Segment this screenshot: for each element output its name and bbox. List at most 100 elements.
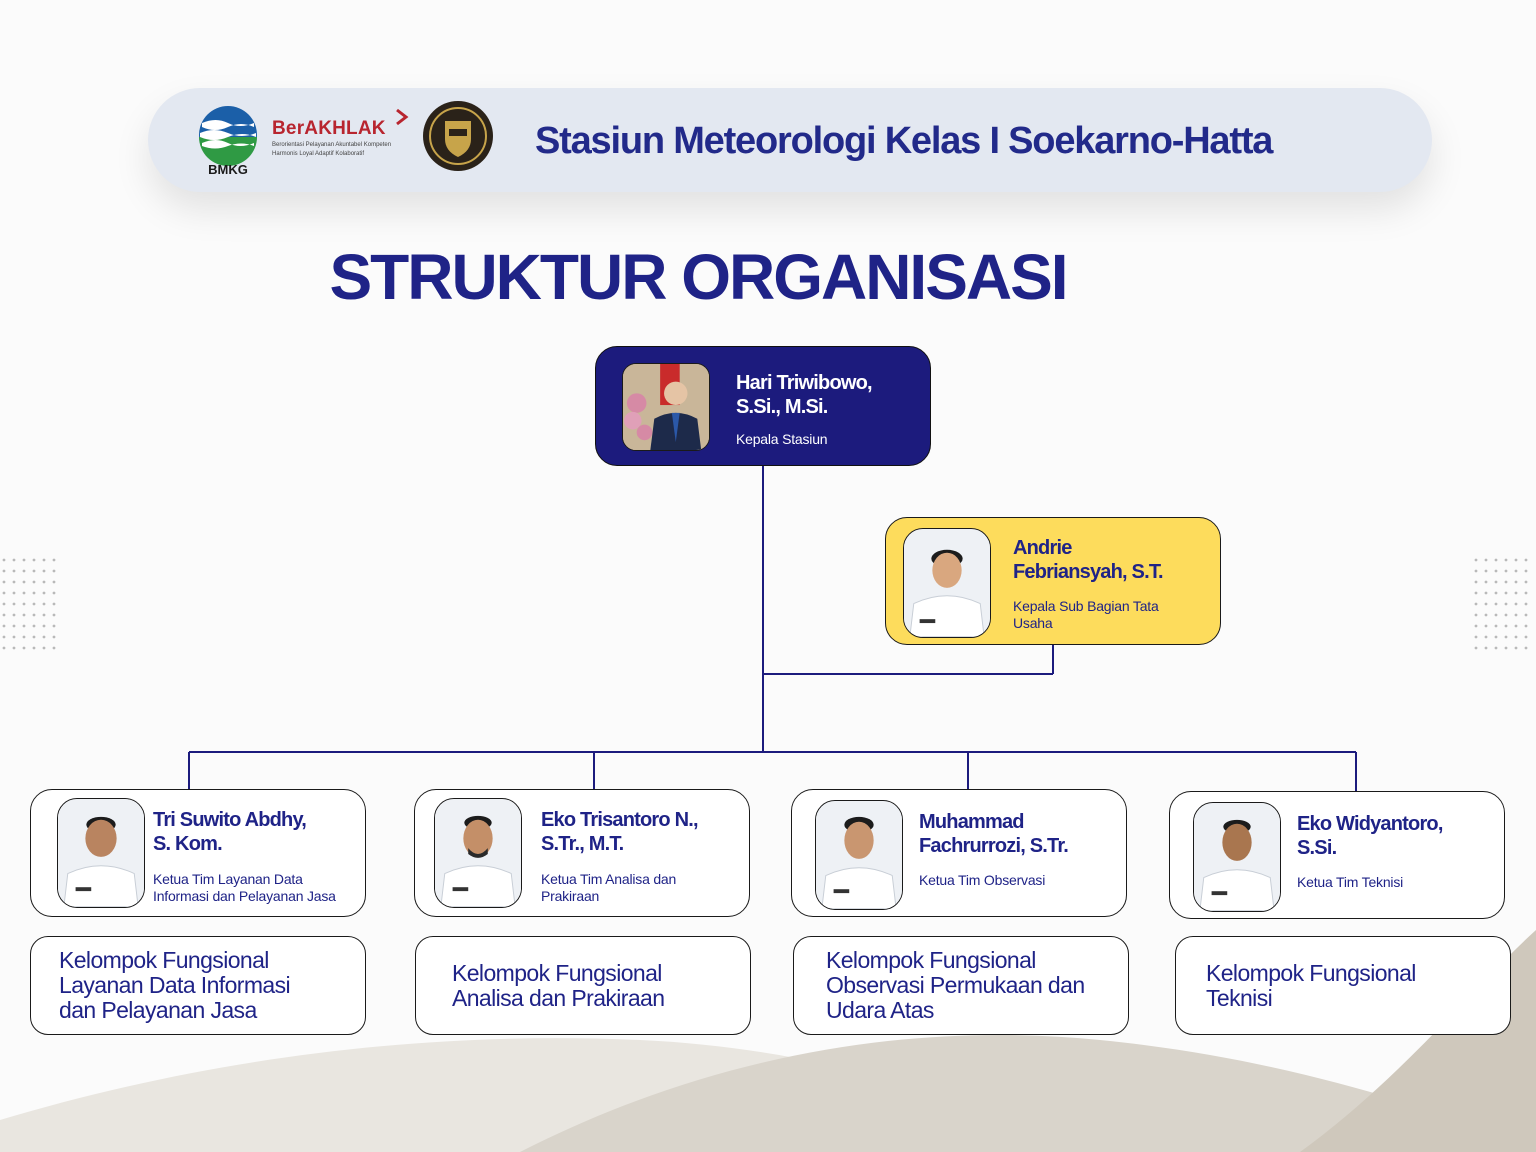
dot: [1504, 602, 1508, 606]
dot: [12, 613, 16, 617]
dot: [1504, 580, 1508, 584]
berakhlak-title: BerAKHLAK: [272, 118, 386, 139]
berakhlak-tagline-1: Berorientasi Pelayanan Akuntabel Kompete…: [272, 142, 392, 148]
name-line-2: S. Kom.: [153, 833, 223, 855]
dot: [52, 580, 56, 584]
dot: [2, 624, 6, 628]
dot: [1524, 613, 1528, 617]
dot: [2, 580, 6, 584]
dot: [1474, 624, 1478, 628]
group-line-2: Observasi Permukaan dan: [826, 972, 1085, 998]
dot: [1474, 635, 1478, 639]
dot: [2, 602, 6, 606]
dot: [1474, 646, 1478, 650]
dot: [1494, 646, 1498, 650]
role-text: Kepala Stasiun: [736, 431, 828, 447]
dot: [22, 591, 26, 595]
dot: [1504, 635, 1508, 639]
dot: [32, 624, 36, 628]
dot: [42, 569, 46, 573]
name-line-1: Muhammad: [919, 811, 1025, 833]
card-team-lead-3: Muhammad Fachrurrozi, S.Tr. Ketua Tim Ob…: [791, 789, 1127, 917]
dot: [1524, 624, 1528, 628]
dot: [42, 646, 46, 650]
name-line-2: Fachrurrozi, S.Tr.: [919, 835, 1069, 857]
photo-kepala-stasiun: [622, 363, 710, 451]
dot: [42, 624, 46, 628]
dot: [52, 646, 56, 650]
dot: [1504, 558, 1508, 562]
dot: [22, 558, 26, 562]
name-line-1: Tri Suwito Abdhy,: [153, 809, 307, 831]
dot: [1484, 580, 1488, 584]
dot: [1514, 613, 1518, 617]
dot: [42, 580, 46, 584]
dot: [22, 646, 26, 650]
dot: [22, 635, 26, 639]
dot: [42, 635, 46, 639]
role-line-1: Kepala Sub Bagian Tata: [1013, 598, 1159, 614]
bmkg-logo-icon: [199, 106, 257, 166]
dot: [12, 558, 16, 562]
dot: [32, 635, 36, 639]
group-line-2: Analisa dan Prakiraan: [452, 984, 665, 1011]
dot: [32, 580, 36, 584]
dot: [1494, 602, 1498, 606]
dot: [12, 602, 16, 606]
dot: [1484, 591, 1488, 595]
dot: [1504, 624, 1508, 628]
group-line-1: Kelompok Fungsional: [826, 947, 1036, 973]
dot: [1484, 602, 1488, 606]
dot: [1504, 646, 1508, 650]
dot: [1474, 569, 1478, 573]
berakhlak-logo: BerAKHLAK Berorientasi Pelayanan Akuntab…: [272, 118, 412, 158]
dot: [32, 646, 36, 650]
dot-pattern-left: [2, 558, 56, 650]
dot: [42, 602, 46, 606]
dot: [1484, 569, 1488, 573]
dot: [1524, 591, 1528, 595]
dot: [52, 635, 56, 639]
group-layanan-data: Kelompok Fungsional Layanan Data Informa…: [30, 936, 366, 1035]
dot: [1494, 558, 1498, 562]
group-line-2: Layanan Data Informasi: [59, 972, 291, 998]
card-team-lead-4: Eko Widyantoro, S.Si. Ketua Tim Teknisi: [1169, 791, 1505, 919]
name-line-2: S.Si.: [1297, 837, 1337, 859]
name-line-2: S.Si., M.Si.: [736, 396, 828, 418]
dot: [1474, 580, 1478, 584]
dot: [2, 646, 6, 650]
page-title: STRUKTUR ORGANISASI: [329, 241, 1068, 313]
zona-integritas-seal-icon: [423, 101, 493, 171]
dot: [1494, 624, 1498, 628]
person-portrait-icon: [623, 364, 709, 450]
dot: [1474, 591, 1478, 595]
dot: [1494, 613, 1498, 617]
dot: [52, 591, 56, 595]
dot: [1514, 635, 1518, 639]
dot: [32, 591, 36, 595]
group-line-1: Kelompok Fungsional: [1206, 959, 1416, 986]
dot: [1484, 635, 1488, 639]
name-line-1: Andrie: [1013, 537, 1072, 559]
dot: [12, 646, 16, 650]
dot: [1514, 580, 1518, 584]
dot: [1474, 613, 1478, 617]
dot: [42, 558, 46, 562]
group-line-3: dan Pelayanan Jasa: [59, 997, 257, 1023]
card-team-lead-1: Tri Suwito Abdhy, S. Kom. Ketua Tim Laya…: [30, 789, 366, 917]
role-line-1: Ketua Tim Teknisi: [1297, 874, 1404, 890]
dot: [32, 558, 36, 562]
person-portrait-icon: [58, 799, 144, 907]
photo-kepala-subbag-tu: [903, 528, 991, 638]
dot: [42, 591, 46, 595]
dot-pattern-right: [1474, 558, 1528, 650]
dot: [52, 602, 56, 606]
dot: [1504, 613, 1508, 617]
dot: [1514, 569, 1518, 573]
dot: [12, 624, 16, 628]
header-bar: [148, 88, 1432, 192]
person-portrait-icon: [904, 529, 990, 637]
person-portrait-icon: [816, 801, 902, 909]
bmkg-logo-text: BMKG: [208, 162, 248, 177]
